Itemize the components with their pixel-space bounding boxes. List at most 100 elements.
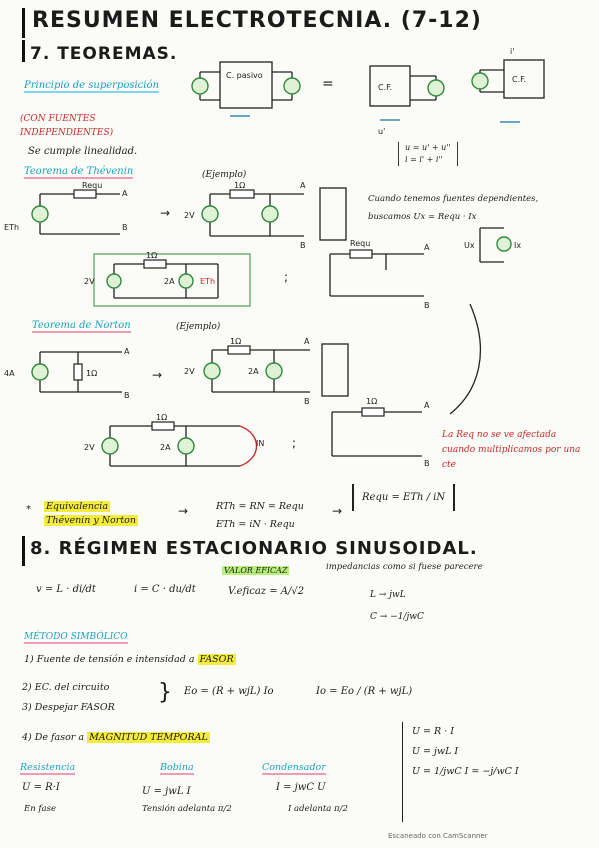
norton-example-circuit: 1Ω 2V 2A A B [184, 337, 349, 406]
two-a-1: 2A [164, 277, 175, 286]
step-2: 2) EC. del circuito [22, 682, 110, 693]
eq-eth: ETh = iN · Requ [216, 519, 295, 530]
section8-heading: 8. RÉGIMEN ESTACIONARIO SINUSOIDAL. [30, 538, 478, 559]
thevenin-example-eth-circuit: 1Ω 2V 2A ETh [84, 251, 251, 307]
norton-b: B [124, 391, 130, 400]
summary-r: U = R · I [412, 726, 454, 737]
example-label-2: (Ejemplo) [176, 322, 221, 332]
eq-rth: RTh = RN = Requ [216, 501, 304, 512]
req-formula-box: Requ = ETh / iN [352, 484, 456, 511]
a-label-2: A [300, 181, 306, 190]
superposition-circuit-2: C.F. u' [369, 65, 445, 136]
a-label-5: A [424, 401, 430, 410]
capacitor-heading: Condensador [262, 762, 326, 775]
independent-sources-note: (CON FUENTES INDEPENDIENTES) [20, 114, 114, 138]
equivalence-equations: RTh = RN = Requ ETh = iN · Requ [216, 498, 304, 534]
i-prime-label: i' [510, 47, 514, 56]
equivalence-line1: Equivalencia [44, 501, 111, 512]
capacitor-impedance: C → −1/jwC [370, 612, 424, 622]
norton-req-circuit: 1Ω A B [331, 397, 430, 468]
cf-label-2: C.F. [512, 75, 526, 84]
summary-box-rule [402, 722, 403, 822]
capacitor-equation: i = C · du/dt [134, 584, 196, 595]
four-a: 4A [4, 369, 15, 378]
section7-bar [22, 40, 25, 62]
thevenin-req-label: Requ [82, 181, 102, 190]
two-v-1: 2V [184, 211, 195, 220]
summary-l: U = jwL I [412, 746, 459, 757]
page-title: RESUMEN ELECTROTECNIA. (7-12) [32, 8, 482, 33]
req-label-2: Requ [350, 239, 370, 248]
arrow-4: → [332, 504, 343, 518]
step-1-fasor: FASOR [197, 654, 236, 665]
resistor-equation: U = R·I [22, 782, 60, 793]
step-4-magnitude: MAGNITUD TEMPORAL [87, 732, 210, 743]
thevenin-a: A [122, 189, 128, 198]
inductor-impedance: L → jwL [370, 590, 406, 600]
thevenin-example-circuit: 1Ω 2V A B [184, 181, 347, 250]
two-a-3: 2A [160, 443, 171, 452]
equals-sign: = [322, 76, 334, 92]
thevenin-req-circuit: Requ A B [329, 239, 430, 310]
impedance-summary: U = R · I U = jwL I U = 1/jwC I = −j/wC … [412, 722, 519, 782]
two-v-4: 2V [84, 443, 95, 452]
superposition-circuit-3: C.F. i' [471, 47, 545, 123]
dep-note-line2: buscamos Ux = Requ · Ix [368, 212, 477, 222]
title-left-bar [22, 8, 25, 38]
valor-eficaz-formula: V.eficaz = A/√2 [228, 586, 304, 597]
inductor-heading: Bobina [160, 762, 194, 775]
inductor-phasor-equation: U = jwL I [142, 786, 191, 797]
v-eficaz-text: V.eficaz = A/√2 [228, 586, 305, 597]
resistor-phase-note: En fase [24, 804, 56, 814]
b-label-5: B [424, 459, 430, 468]
ix-label: Ix [514, 241, 521, 250]
impedance-note: impedancias como si fuese parecere [326, 562, 483, 572]
phasor-solution: Io = Eo / (R + wjL) [316, 686, 413, 697]
inductor-equation: v = L · di/dt [36, 584, 96, 595]
norton-in-circuit: 1Ω 2V 2A IN [84, 413, 264, 467]
norton-title: Teorema de Norton [32, 320, 131, 333]
superposition-circuit-1: C. pasivo [191, 61, 301, 117]
valor-eficaz-label: VALOR EFICAZ [222, 566, 290, 575]
b-label-4: B [304, 397, 310, 406]
cpassivo-label: C. pasivo [226, 71, 263, 80]
cf-label-1: C.F. [378, 83, 392, 92]
a-label-4: A [304, 337, 310, 346]
a-label-3: A [424, 243, 430, 252]
linearity-note: Se cumple linealidad. [28, 146, 138, 157]
norton-circuit: A B 4A 1Ω [4, 347, 130, 400]
thevenin-circuit: Requ A B ETh [4, 181, 128, 235]
two-v-3: 2V [184, 367, 195, 376]
section7-heading: 7. TEOREMAS. [30, 44, 178, 64]
superposition-sum-box: u = u' + u'' i = i' + i'' [398, 142, 458, 166]
two-v-2: 2V [84, 277, 95, 286]
resistor-heading: Resistencia [20, 762, 76, 775]
superposition-title: Principio de superposición [24, 80, 159, 93]
in-label: IN [256, 439, 264, 448]
thevenin-b: B [122, 223, 128, 232]
one-ohm-2: 1Ω [146, 251, 157, 260]
req-unaffected-note: La Req no se ve afectada cuando multipli… [442, 430, 581, 470]
step-4: 4) De fasor a MAGNITUD TEMPORAL [22, 732, 210, 743]
one-ohm-3: 1Ω [230, 337, 241, 346]
step-3: 3) Despejar FASOR [22, 702, 115, 713]
summary-c: U = 1/jwC I = −j/wC I [412, 766, 519, 777]
capacitor-phase-note: I adelanta π/2 [288, 804, 348, 814]
dependent-sources-note: Cuando tenemos fuentes dependientes, bus… [368, 190, 538, 226]
thevenin-eth: ETh [4, 223, 19, 232]
b-label-3: B [424, 301, 430, 310]
step-1: 1) Fuente de tensión e intensidad a FASO… [24, 654, 236, 665]
ux-label: Ux [464, 241, 475, 250]
norton-a: A [124, 347, 130, 356]
one-ohm-norton: 1Ω [86, 369, 97, 378]
example-label-1: (Ejemplo) [202, 170, 247, 180]
one-ohm-5: 1Ω [366, 397, 377, 406]
capacitor-phasor-equation: I = jwC U [276, 782, 326, 793]
arrow-1: → [160, 206, 171, 220]
equivalence-star: * [26, 504, 31, 515]
two-a-2: 2A [248, 367, 259, 376]
u-prime-label: u' [378, 127, 385, 136]
dep-note-line1: Cuando tenemos fuentes dependientes, [368, 194, 539, 204]
brace: } [158, 680, 172, 705]
section8-bar [22, 536, 25, 566]
